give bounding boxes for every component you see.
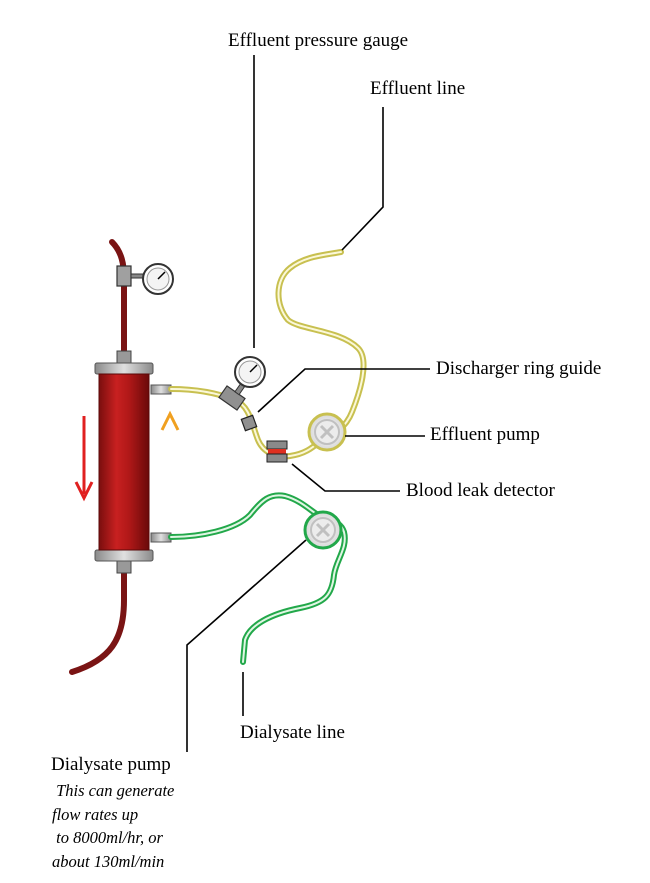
leader-discharger-ring-guide [257, 368, 430, 413]
label-dialysate-line: Dialysate line [240, 722, 345, 743]
blood-line-top [109, 239, 127, 355]
label-effluent-pressure-gauge: Effluent pressure gauge [228, 30, 409, 51]
filter-top-connector [116, 350, 132, 364]
hemofilter-body [98, 373, 150, 551]
label-effluent-line: Effluent line [370, 78, 466, 99]
dialysate-pump-note: This can generate flow rates up to 8000m… [52, 781, 175, 871]
leader-dialysate-pump [186, 539, 307, 752]
leader-effluent-line [341, 107, 384, 251]
label-discharger-ring-guide: Discharger ring guide [436, 358, 602, 379]
label-blood-leak-detector: Blood leak detector [406, 480, 555, 501]
blood-pressure-gauge [116, 263, 174, 295]
label-dialysate-pump: Dialysate pump [51, 754, 171, 775]
discharger-ring-guide [240, 414, 258, 432]
label-effluent-pump: Effluent pump [430, 424, 540, 445]
dialysate-flow-arrow-up [160, 410, 180, 498]
effluent-pressure-gauge [218, 356, 266, 411]
dialysate-pump [303, 510, 343, 550]
blood-flow-arrow-down [74, 416, 94, 502]
effluent-pump [307, 412, 347, 452]
filter-bottom-connector [116, 560, 132, 574]
filter-bottom-cap [94, 549, 154, 562]
leader-blood-leak-detector [291, 463, 400, 492]
dialysate-port [150, 532, 172, 543]
blood-leak-detector [266, 440, 288, 463]
filter-top-cap [94, 362, 154, 375]
blood-line-bottom [69, 569, 127, 675]
effluent-port [150, 384, 172, 395]
leader-lines [186, 55, 430, 752]
